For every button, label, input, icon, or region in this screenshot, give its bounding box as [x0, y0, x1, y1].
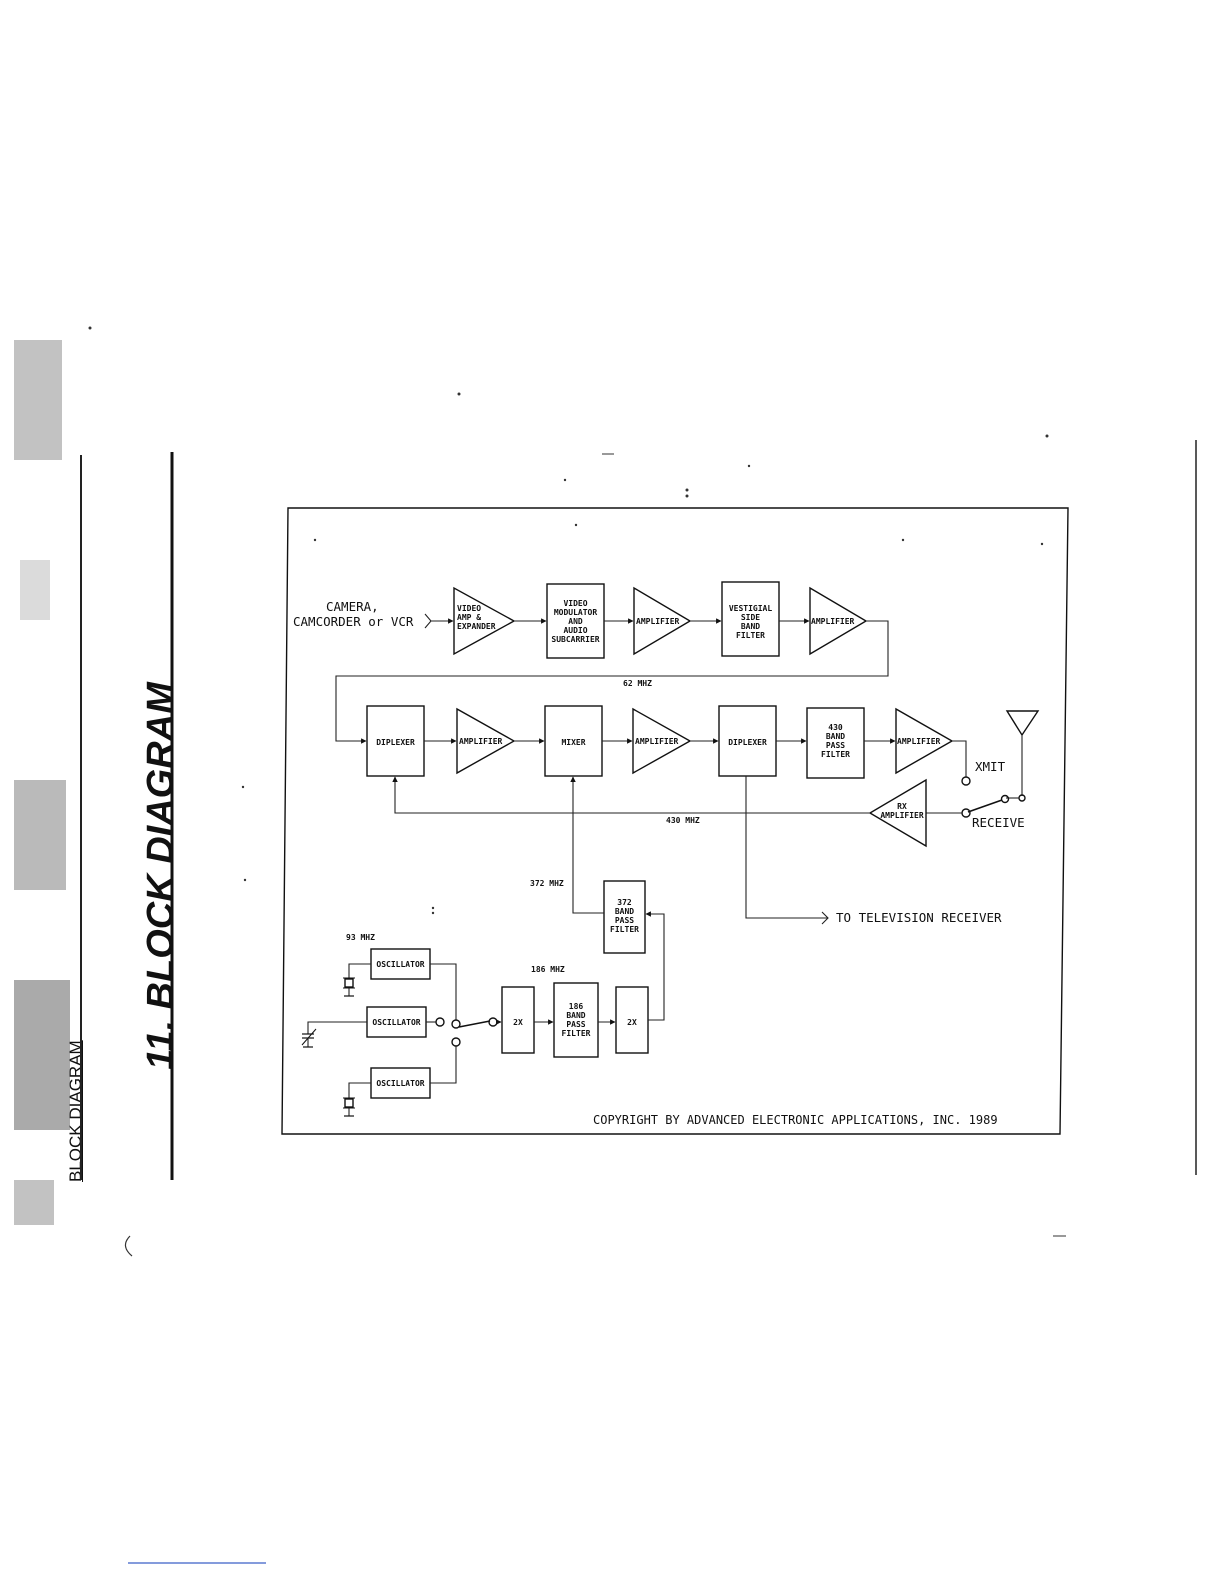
- rx-amp-line-1: RX: [897, 802, 907, 811]
- freq-430mhz: 430 MHZ: [666, 816, 700, 825]
- receive-label: RECEIVE: [972, 815, 1025, 830]
- mixer: MIXER: [544, 705, 603, 777]
- tv-receiver-label: TO TELEVISION RECEIVER: [836, 910, 1002, 925]
- video-amp-line-2: AMP &: [457, 613, 481, 622]
- amplifier-1: AMPLIFIER: [633, 586, 692, 656]
- video-mod-line-3: AND: [568, 617, 583, 626]
- bpf186-line-3: PASS: [566, 1020, 585, 1029]
- vsb-line-2: SIDE: [741, 613, 760, 622]
- video-modulator: VIDEO MODULATOR AND AUDIO SUBCARRIER: [546, 583, 605, 659]
- band-pass-filter-372: 372 BAND PASS FILTER: [603, 880, 646, 954]
- doubler-1: 2X: [501, 986, 535, 1054]
- bpf372-line-4: FILTER: [610, 925, 639, 934]
- amplifier-3-label: AMPLIFIER: [459, 737, 503, 746]
- oscillator-3: OSCILLATOR: [370, 1067, 431, 1099]
- video-mod-line-5: SUBCARRIER: [551, 635, 599, 644]
- freq-186mhz: 186 MHZ: [531, 965, 565, 974]
- xmit-label: XMIT: [975, 759, 1006, 774]
- oscillator-1: OSCILLATOR: [370, 948, 431, 980]
- diagram-frame: [281, 507, 1069, 1135]
- diplexer-2-label: DIPLEXER: [728, 738, 767, 747]
- video-amp-expander: VIDEO AMP & EXPANDER: [453, 586, 516, 656]
- wire-372mhz: [570, 776, 604, 914]
- bpf430-line-3: PASS: [826, 741, 845, 750]
- oscillator-1-label: OSCILLATOR: [376, 960, 424, 969]
- diplexer-2: DIPLEXER: [718, 705, 777, 777]
- bpf372-line-2: BAND: [615, 907, 634, 916]
- mixer-label: MIXER: [561, 738, 585, 747]
- receive-terminal: [961, 808, 971, 818]
- amplifier-4: AMPLIFIER: [632, 707, 692, 775]
- rx-amp-line-2: AMPLIFIER: [880, 811, 924, 820]
- antenna-icon: [1005, 710, 1040, 737]
- crystal-icon-2: [343, 1082, 371, 1117]
- amplifier-3: AMPLIFIER: [456, 707, 516, 775]
- wire-62mhz: [335, 620, 889, 744]
- diplexer-1: DIPLEXER: [366, 705, 425, 777]
- crystal-icon: [343, 963, 371, 997]
- input-connector-icon: [424, 613, 432, 629]
- oscillator-2-label: OSCILLATOR: [372, 1018, 420, 1027]
- amplifier-1-label: AMPLIFIER: [636, 617, 680, 626]
- wire-430mhz: [392, 776, 870, 814]
- scan-noise: [14, 326, 1197, 1564]
- copyright-notice: COPYRIGHT BY ADVANCED ELECTRONIC APPLICA…: [593, 1113, 998, 1127]
- doubler-1-label: 2X: [513, 1018, 523, 1027]
- amplifier-2-label: AMPLIFIER: [811, 617, 855, 626]
- video-mod-line-2: MODULATOR: [554, 608, 598, 617]
- video-mod-line-1: VIDEO: [563, 599, 587, 608]
- wire-to-372-filter: [645, 911, 665, 1021]
- variable-capacitor-icon: [301, 1021, 367, 1048]
- freq-62mhz: 62 MHZ: [623, 679, 652, 688]
- rx-amplifier: RX AMPLIFIER: [868, 778, 927, 848]
- bpf186-line-1: 186: [569, 1002, 584, 1011]
- bpf372-line-1: 372: [617, 898, 632, 907]
- oscillator-2: OSCILLATOR: [366, 1006, 427, 1038]
- band-pass-filter-186: 186 BAND PASS FILTER: [553, 982, 599, 1058]
- vsb-line-3: BAND: [741, 622, 760, 631]
- bpf430-line-4: FILTER: [821, 750, 850, 759]
- bpf372-line-3: PASS: [615, 916, 634, 925]
- video-amp-line-1: VIDEO: [457, 604, 481, 613]
- input-label-camcorder: CAMCORDER or VCR: [293, 614, 414, 629]
- band-pass-filter-430: 430 BAND PASS FILTER: [806, 707, 865, 779]
- amplifier-4-label: AMPLIFIER: [635, 737, 679, 746]
- doubler-2-label: 2X: [627, 1018, 637, 1027]
- bpf430-line-2: BAND: [826, 732, 845, 741]
- selector-switch-arm: [458, 1020, 491, 1028]
- bpf186-line-2: BAND: [566, 1011, 585, 1020]
- video-amp-line-3: EXPANDER: [457, 622, 496, 631]
- doubler-2: 2X: [615, 986, 649, 1054]
- vestigial-side-band-filter: VESTIGIAL SIDE BAND FILTER: [721, 581, 780, 657]
- diplexer-1-label: DIPLEXER: [376, 738, 415, 747]
- amplifier-5-label: AMPLIFIER: [897, 737, 941, 746]
- bpf430-line-1: 430: [828, 723, 843, 732]
- bpf186-line-4: FILTER: [562, 1029, 591, 1038]
- vsb-line-4: FILTER: [736, 631, 765, 640]
- tr-switch-arm: [967, 799, 1003, 813]
- input-label-camera: CAMERA,: [326, 599, 379, 614]
- vsb-line-1: VESTIGIAL: [729, 604, 773, 613]
- xmit-terminal: [961, 776, 971, 786]
- video-mod-line-4: AUDIO: [563, 626, 587, 635]
- freq-372mhz: 372 MHZ: [530, 879, 564, 888]
- selector-switch-pivot: [488, 1017, 498, 1027]
- amplifier-2: AMPLIFIER: [809, 586, 868, 656]
- oscillator-3-label: OSCILLATOR: [376, 1079, 424, 1088]
- freq-93mhz: 93 MHZ: [346, 933, 375, 942]
- amplifier-5: AMPLIFIER: [895, 707, 954, 775]
